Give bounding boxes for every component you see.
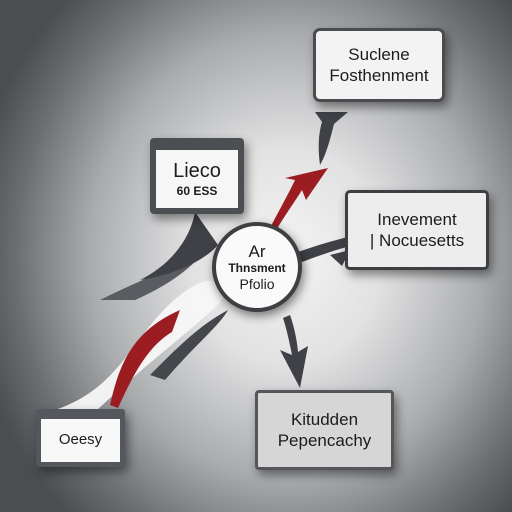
hub-line3: Pfolio [239, 275, 275, 292]
node-right[interactable]: Inevement | Nocuesetts [345, 190, 489, 270]
central-hub[interactable]: Ar Thnsment Pfolio [212, 222, 302, 312]
node-bottom-right-line2: Pepencachy [277, 431, 372, 450]
node-bottom-right[interactable]: Kitudden Pepencachy [255, 390, 394, 470]
swoosh-dark-upper [100, 250, 205, 300]
swoosh-dark-lower [150, 310, 228, 380]
node-top-right-line2: Fosthenment [329, 66, 429, 85]
swoosh-red-left [110, 310, 180, 408]
node-right-line1: Inevement [377, 209, 457, 229]
connector-left-to-hub [140, 212, 218, 280]
node-left-line1: Lieco [173, 160, 221, 182]
hub-line2: Thnsment [228, 260, 286, 275]
node-bottom-right-line1: Kitudden [290, 409, 359, 429]
node-top-right-line1: Suclene [348, 44, 410, 64]
node-bottom-left-line1: Oeesy [58, 431, 103, 449]
node-left[interactable]: Lieco 60 ESS [150, 138, 244, 214]
hub-line1: Ar [248, 242, 266, 262]
arrow-dark-to-bottom-right [280, 315, 308, 388]
arrow-red-up [268, 168, 328, 238]
node-top-right[interactable]: Suclene Fosthenment [313, 28, 445, 102]
node-bottom-left[interactable]: Oeesy [36, 409, 125, 467]
arrow-dark-down [315, 112, 348, 165]
node-right-line2: | Nocuesetts [369, 231, 465, 250]
node-left-line2: 60 ESS [176, 184, 218, 198]
connector-hub-to-right [298, 236, 352, 262]
